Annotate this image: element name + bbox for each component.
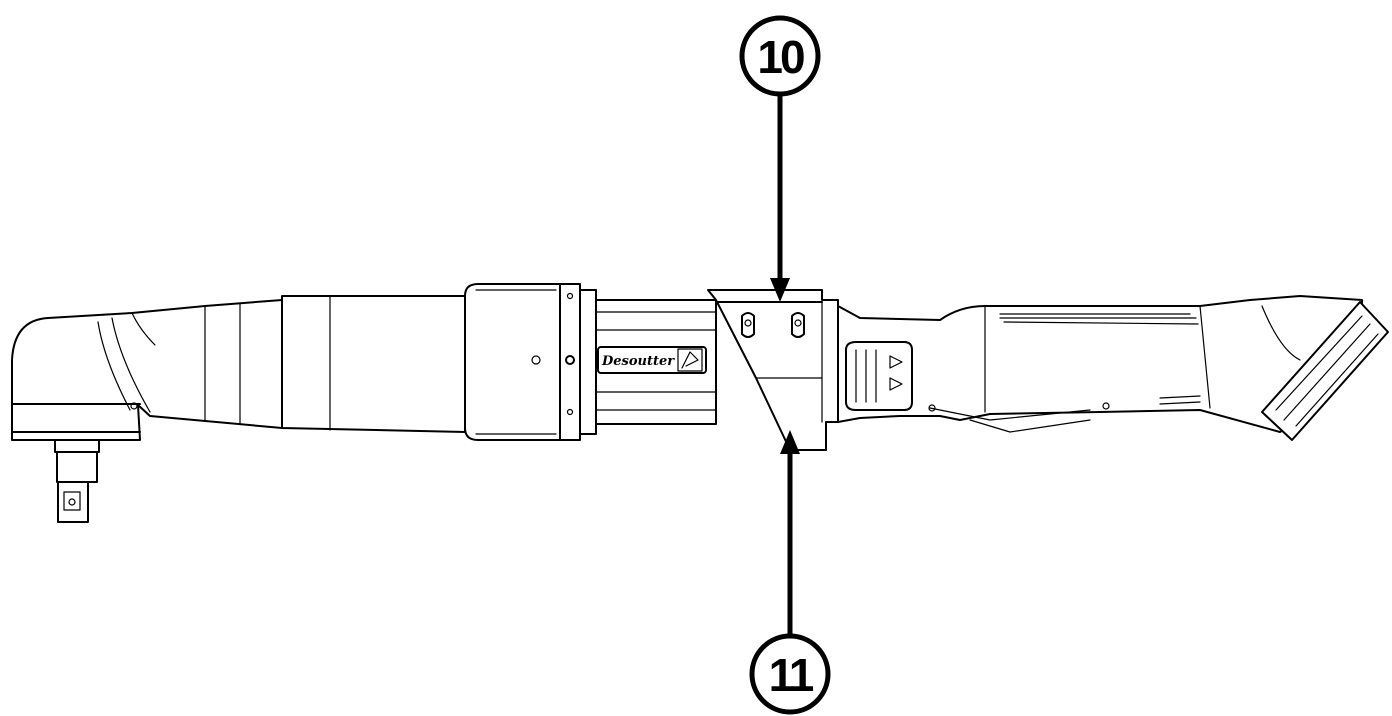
callout-10-arrowhead (770, 278, 790, 302)
collar-segment (707, 289, 839, 451)
callout-10-circle (739, 15, 821, 97)
callout-11-arrowhead (780, 430, 800, 454)
callout-10: 10 (739, 15, 821, 302)
extension-body (281, 283, 597, 441)
angle-head (11, 299, 283, 523)
callout-11-label: 11 (769, 649, 814, 701)
brand-logo: Desoutter (597, 346, 707, 374)
brand-logo-text: Desoutter (601, 354, 675, 369)
callout-11: 11 (749, 430, 831, 715)
callout-11-circle (749, 633, 831, 715)
callout-10-label: 10 (757, 31, 804, 83)
motor-tube: Desoutter (595, 299, 717, 425)
handle (837, 295, 1389, 441)
